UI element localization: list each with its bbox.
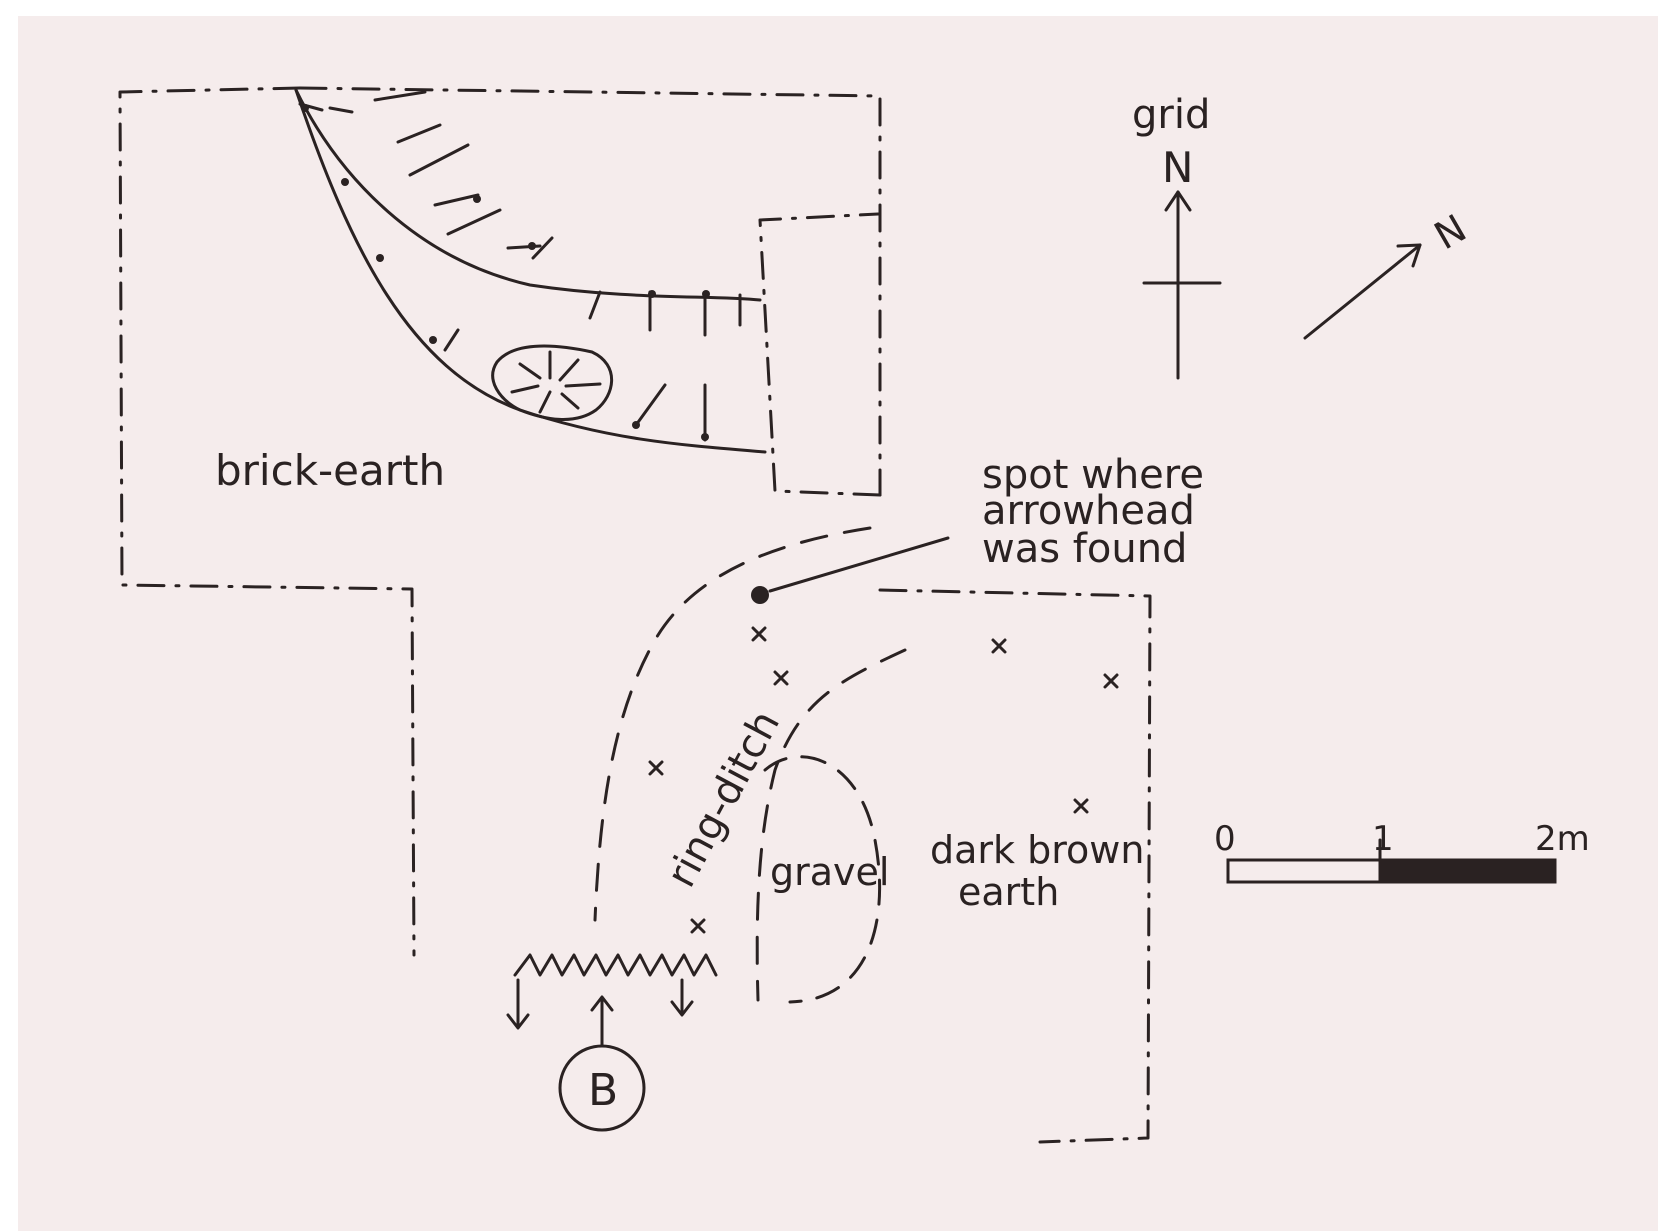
stone-feature	[491, 344, 614, 421]
feature-edge	[294, 88, 767, 454]
arrowhead-find-spot	[751, 536, 950, 604]
hachure-dots	[301, 104, 710, 441]
magnetic-north-arrow	[1303, 243, 1422, 340]
scale-bar	[1226, 838, 1557, 884]
scale-label-2m: 2m	[1535, 819, 1590, 859]
scale-label-0: 0	[1214, 819, 1236, 859]
scale-label-1: 1	[1372, 819, 1394, 859]
gravel-outline	[763, 755, 882, 1004]
grid-north-arrow	[1142, 190, 1222, 380]
spot-label-line2: arrowhead	[982, 488, 1195, 534]
ring-ditch-outer-edge	[593, 526, 872, 922]
upper-trench-outline	[118, 86, 882, 957]
ring-ditch-inner-edge	[755, 648, 907, 1002]
brick-earth-label: brick-earth	[215, 446, 445, 495]
gravel-label: gravel	[770, 850, 889, 894]
spot-label-line1: spot where	[982, 452, 1204, 498]
section-b-label: B	[588, 1065, 618, 1116]
paper-background	[18, 16, 1658, 1231]
lower-trench-outline	[878, 588, 1152, 1144]
section-line-b	[506, 953, 718, 1132]
north-label: N	[1162, 143, 1193, 192]
magnetic-north-label: N	[1427, 206, 1474, 258]
grid-label: grid	[1132, 92, 1210, 138]
find-markers	[648, 626, 1119, 934]
spot-label-line3: was found	[982, 526, 1187, 572]
dark-brown-label-line1: dark brown	[930, 828, 1144, 872]
dark-brown-label-line2: earth	[958, 870, 1059, 914]
feature-hachures	[298, 90, 742, 442]
